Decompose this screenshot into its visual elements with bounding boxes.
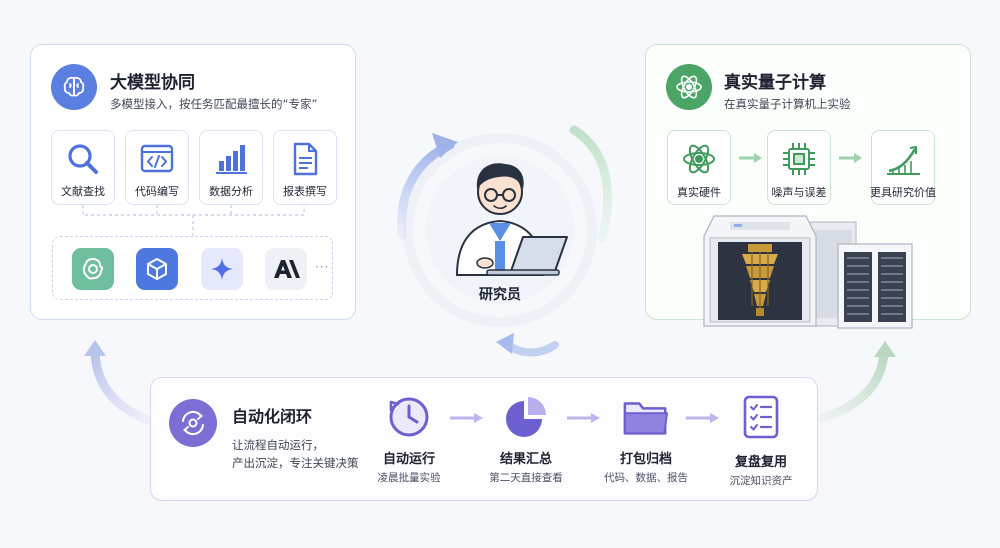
task-label: 数据分析 <box>209 185 253 198</box>
auto-subtitle-line2: 产出沉淀，专注关键决策 <box>232 456 359 470</box>
document-icon <box>293 142 318 176</box>
search-icon <box>68 144 98 174</box>
checklist-icon <box>737 393 785 441</box>
auto-step-title: 打包归档 <box>619 452 672 467</box>
auto-subtitle-line1: 让流程自动运行， <box>232 438 324 452</box>
researcher-icon <box>455 163 568 276</box>
arrow-bottom <box>504 341 559 357</box>
quantum-subtitle: 在真实量子计算机上实验 <box>724 97 851 111</box>
llm-title: 大模型协同 <box>110 73 195 93</box>
task-card-report[interactable]: 报表撰写 <box>273 130 337 205</box>
quantum-step-label: 更具研究价值 <box>870 186 936 199</box>
arrow-auto-to-llm <box>90 347 153 425</box>
auto-step-title: 复盘复用 <box>734 455 787 470</box>
task-connector <box>82 205 305 236</box>
folder-icon <box>622 393 670 441</box>
auto-step-sub: 第二天直接查看 <box>489 472 563 484</box>
model-pool <box>52 236 333 300</box>
auto-step-title: 自动运行 <box>382 452 435 467</box>
task-label: 代码编写 <box>135 185 179 198</box>
quantum-step-value[interactable]: 更具研究价值 <box>870 130 936 205</box>
researcher-illustration <box>427 137 573 307</box>
task-card-data[interactable]: 数据分析 <box>199 130 263 205</box>
brain-icon <box>51 64 97 110</box>
auto-title: 自动化闭环 <box>232 407 313 426</box>
arrow-right-icon <box>567 413 600 423</box>
task-label: 文献查找 <box>61 185 105 198</box>
arrow-right-icon <box>739 153 762 163</box>
quantum-title: 真实量子计算 <box>724 73 826 93</box>
chip-icon <box>783 143 815 175</box>
arrow-upper-right <box>569 125 613 243</box>
quantum-step-label: 噪声与误差 <box>771 186 827 199</box>
task-card-literature[interactable]: 文献查找 <box>51 130 115 205</box>
researcher-label: 研究员 <box>479 287 521 303</box>
cube-logo-icon[interactable] <box>136 248 178 290</box>
arrow-auto-to-quantum <box>817 350 889 423</box>
bar-chart-icon <box>216 145 247 174</box>
pie-chart-icon <box>502 393 550 441</box>
task-label: 报表撰写 <box>283 185 327 198</box>
atom-icon <box>666 64 712 110</box>
quantum-step-label: 真实硬件 <box>677 186 721 199</box>
auto-step-title: 结果汇总 <box>499 452 552 467</box>
cycle-gear-icon <box>169 399 217 447</box>
arrow-right-icon <box>686 413 719 423</box>
sparkle-logo-icon[interactable] <box>201 248 243 290</box>
automation-loop-panel <box>150 377 818 501</box>
arrow-right-icon <box>839 153 862 163</box>
growth-chart-icon <box>887 146 920 175</box>
quantum-step-noise[interactable]: 噪声与误差 <box>767 130 831 205</box>
auto-step-sub: 沉淀知识资产 <box>729 475 793 487</box>
auto-step-sub: 凌晨批量实验 <box>377 472 441 484</box>
more-models-indicator: ··· <box>315 260 330 274</box>
task-card-code[interactable]: 代码编写 <box>125 130 189 205</box>
clock-icon <box>385 393 433 441</box>
atom-icon <box>683 144 715 174</box>
anthropic-logo-icon[interactable] <box>265 248 307 290</box>
quantum-computer-icon <box>703 215 913 329</box>
code-icon <box>140 144 174 173</box>
llm-subtitle: 多模型接入，按任务匹配最擅长的“专家” <box>110 97 318 111</box>
auto-step-sub: 代码、数据、报告 <box>604 472 688 484</box>
arrow-right-icon <box>450 413 483 423</box>
quantum-step-hardware[interactable]: 真实硬件 <box>667 130 731 205</box>
openai-logo-icon[interactable] <box>72 248 114 290</box>
